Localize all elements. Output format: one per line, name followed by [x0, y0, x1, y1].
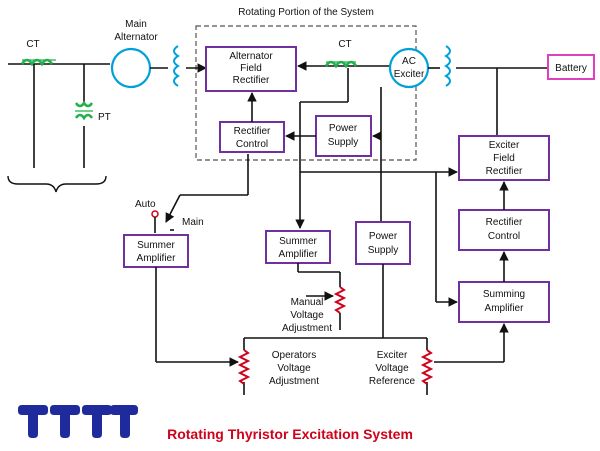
summer-amplifier-mid-line2: Amplifier [279, 249, 319, 260]
alternator-field-rectifier-line3: Rectifier [233, 75, 270, 86]
battery-box [547, 54, 595, 80]
ct-left-label: CT [26, 39, 39, 50]
exciter-field-rectifier-line2: Field [493, 153, 515, 164]
operators-voltage-line3: Adjustment [269, 376, 319, 387]
summer-amplifier-left-line2: Amplifier [137, 253, 177, 264]
rectifier-control-top-line2: Control [236, 139, 268, 150]
ct-right-label: CT [338, 39, 351, 50]
alternator-field-rectifier-line2: Field [240, 63, 262, 74]
rotating-portion-label: Rotating Portion of the System [238, 7, 374, 18]
main-alternator-label-line1: Main [125, 19, 147, 30]
ac-exciter-symbol [388, 47, 430, 89]
exciter-field-coil [444, 45, 451, 87]
manual-voltage-resistor [333, 286, 347, 314]
tttt-logo [18, 405, 138, 438]
alternator-field-coil [173, 45, 180, 87]
manual-voltage-line3: Adjustment [282, 323, 332, 334]
alternator-field-rectifier-line1: Alternator [229, 51, 273, 62]
summing-amplifier-line1: Summing [483, 289, 525, 300]
exciter-voltage-ref-line3: Reference [369, 376, 416, 387]
summer-amplifier-left-line1: Summer [137, 240, 175, 251]
power-supply-mid-box [355, 221, 411, 265]
exciter-voltage-ref-line1: Exciter [377, 350, 408, 361]
exciter-field-rectifier-line1: Exciter [489, 140, 520, 151]
summer-amplifier-left-box [123, 234, 189, 268]
power-supply-top-box [315, 115, 372, 157]
power-supply-top-line2: Supply [328, 137, 359, 148]
rectifier-control-right-box [458, 209, 550, 251]
operators-voltage-resistor [237, 349, 251, 385]
summer-amplifier-mid-line1: Summer [279, 236, 317, 247]
rectifier-control-right-line1: Rectifier [486, 217, 523, 228]
exciter-field-rectifier-line3: Rectifier [486, 166, 523, 177]
rectifier-control-right-line2: Control [488, 231, 520, 242]
main-alternator-label-line2: Alternator [114, 32, 158, 43]
manual-voltage-line1: Manual [291, 297, 324, 308]
alternator-field-rectifier-box [205, 46, 297, 92]
ac-exciter-line2: Exciter [394, 69, 425, 80]
power-supply-top-line1: Power [329, 123, 358, 134]
main-alternator-symbol [110, 47, 152, 89]
exciter-voltage-ref-resistor [420, 349, 434, 385]
main-switch-label: Main [182, 217, 204, 228]
caption: Rotating Thyristor Excitation System [167, 426, 413, 442]
auto-switch-contact [151, 210, 159, 218]
exciter-field-rectifier-box [458, 135, 550, 181]
auto-label: Auto [135, 199, 156, 210]
ac-exciter-line1: AC [402, 56, 416, 67]
brace [7, 175, 107, 193]
summing-amplifier-line2: Amplifier [485, 303, 525, 314]
pt-label: PT [98, 112, 111, 123]
rectifier-control-top-line1: Rectifier [234, 126, 271, 137]
exciter-voltage-ref-line2: Voltage [375, 363, 409, 374]
summing-amplifier-box [458, 281, 550, 323]
battery-label: Battery [555, 63, 587, 74]
pt-symbol [74, 100, 94, 121]
power-supply-mid-line1: Power [369, 231, 398, 242]
manual-voltage-line2: Voltage [290, 310, 324, 321]
operators-voltage-line1: Operators [272, 350, 316, 361]
rectifier-control-top-box [219, 121, 285, 153]
operators-voltage-line2: Voltage [277, 363, 311, 374]
rotating-portion-region [195, 25, 417, 161]
power-supply-mid-line2: Supply [368, 245, 399, 256]
